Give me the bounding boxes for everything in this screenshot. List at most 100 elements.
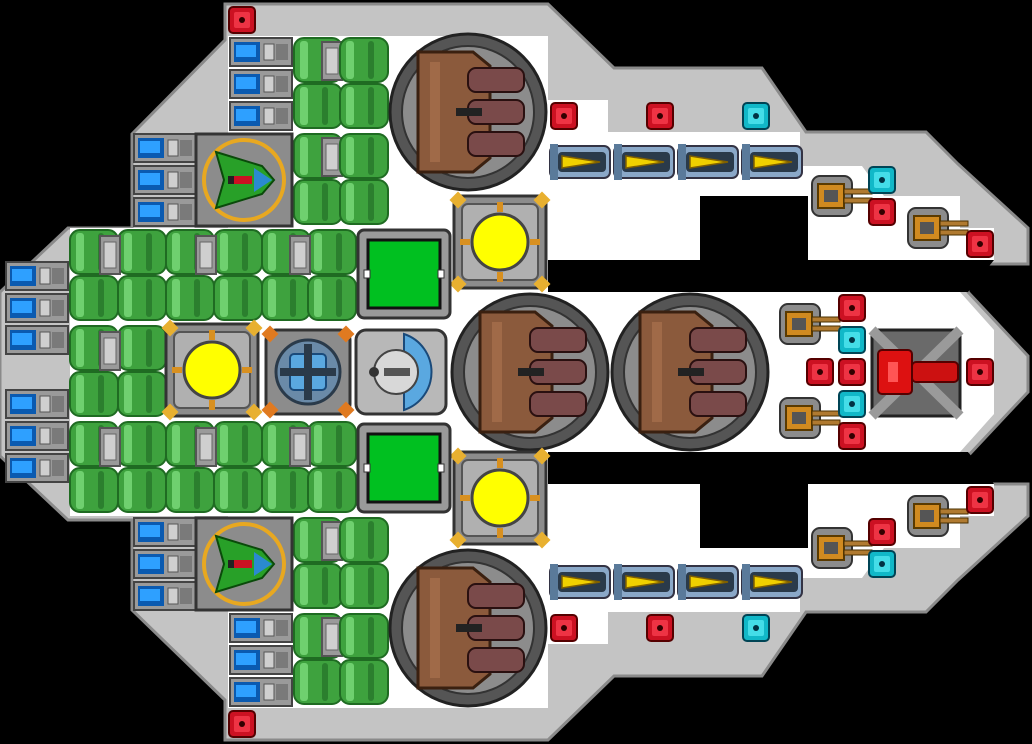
armor-node-icon[interactable] bbox=[838, 422, 866, 450]
pipe-segment bbox=[293, 83, 343, 129]
thruster-icon bbox=[5, 261, 69, 291]
missile-icon[interactable] bbox=[613, 143, 675, 181]
cargo-bay-icon[interactable] bbox=[356, 422, 452, 514]
missile-icon[interactable] bbox=[741, 563, 803, 601]
pipe-segment bbox=[289, 427, 311, 467]
pipe-segment bbox=[195, 235, 217, 275]
thruster-icon bbox=[229, 69, 293, 99]
pipe-segment bbox=[307, 275, 357, 321]
pipe-segment bbox=[307, 467, 357, 513]
sensor-node-icon[interactable] bbox=[868, 166, 896, 194]
pipe-segment bbox=[117, 229, 167, 275]
pipe-segment bbox=[307, 229, 357, 275]
thruster-icon bbox=[5, 389, 69, 419]
thruster-icon bbox=[133, 517, 197, 547]
armor-node-icon[interactable] bbox=[646, 102, 674, 130]
pipe-segment bbox=[117, 275, 167, 321]
pipe-segment bbox=[339, 517, 389, 563]
turret-icon[interactable] bbox=[610, 292, 770, 452]
pipe-segment bbox=[339, 37, 389, 83]
pipe-segment bbox=[117, 421, 167, 467]
reactor-icon[interactable] bbox=[448, 446, 552, 550]
missile-icon[interactable] bbox=[677, 563, 739, 601]
armor-node-icon[interactable] bbox=[838, 358, 866, 386]
thruster-icon bbox=[5, 325, 69, 355]
pipe-segment bbox=[293, 563, 343, 609]
pipe-segment bbox=[213, 421, 263, 467]
thruster-icon bbox=[229, 37, 293, 67]
pipe-segment bbox=[195, 427, 217, 467]
sensor-node-icon[interactable] bbox=[838, 390, 866, 418]
missile-icon[interactable] bbox=[613, 563, 675, 601]
missile-icon[interactable] bbox=[549, 143, 611, 181]
pipe-segment bbox=[261, 275, 311, 321]
fighter-icon[interactable] bbox=[194, 132, 294, 228]
pipe-segment bbox=[117, 467, 167, 513]
shield-icon[interactable] bbox=[354, 328, 448, 416]
reactor-icon[interactable] bbox=[448, 190, 552, 294]
warp-core-icon[interactable] bbox=[261, 325, 355, 419]
thruster-icon bbox=[5, 421, 69, 451]
cannon-icon[interactable] bbox=[868, 326, 964, 420]
thruster-icon bbox=[229, 613, 293, 643]
sensor-node-icon[interactable] bbox=[868, 550, 896, 578]
armor-node-icon[interactable] bbox=[966, 358, 994, 386]
pipe-segment bbox=[99, 331, 121, 371]
thruster-icon bbox=[229, 101, 293, 131]
armor-node-icon[interactable] bbox=[550, 102, 578, 130]
pipe-segment bbox=[213, 467, 263, 513]
armor-node-icon[interactable] bbox=[966, 230, 994, 258]
thruster-icon bbox=[5, 453, 69, 483]
thruster-icon bbox=[229, 677, 293, 707]
thruster-icon bbox=[5, 293, 69, 323]
pipe-segment bbox=[213, 229, 263, 275]
armor-node-icon[interactable] bbox=[966, 486, 994, 514]
pipe-segment bbox=[213, 275, 263, 321]
missile-icon[interactable] bbox=[677, 143, 739, 181]
reactor-icon[interactable] bbox=[160, 318, 264, 422]
pipe-segment bbox=[289, 235, 311, 275]
pipe-segment bbox=[69, 467, 119, 513]
pipe-segment bbox=[293, 659, 343, 705]
hull-gap-lower bbox=[700, 484, 808, 548]
pipe-segment bbox=[339, 179, 389, 225]
fighter-icon[interactable] bbox=[194, 516, 294, 612]
armor-node-icon[interactable] bbox=[806, 358, 834, 386]
thruster-icon bbox=[133, 197, 197, 227]
turret-icon[interactable] bbox=[388, 548, 548, 708]
pipe-segment bbox=[117, 371, 167, 417]
missile-icon[interactable] bbox=[549, 563, 611, 601]
armor-node-icon[interactable] bbox=[838, 294, 866, 322]
armor-node-icon[interactable] bbox=[228, 6, 256, 34]
pipe-segment bbox=[339, 563, 389, 609]
sensor-node-icon[interactable] bbox=[742, 614, 770, 642]
turret-icon[interactable] bbox=[450, 292, 610, 452]
armor-node-icon[interactable] bbox=[228, 710, 256, 738]
armor-node-icon[interactable] bbox=[868, 198, 896, 226]
hull-gap-upper bbox=[700, 196, 808, 260]
armor-node-icon[interactable] bbox=[550, 614, 578, 642]
sensor-node-icon[interactable] bbox=[838, 326, 866, 354]
pipe-segment bbox=[261, 467, 311, 513]
pipe-segment bbox=[117, 325, 167, 371]
cargo-bay-icon[interactable] bbox=[356, 228, 452, 320]
armor-node-icon[interactable] bbox=[646, 614, 674, 642]
pipe-segment bbox=[339, 613, 389, 659]
pipe-segment bbox=[165, 467, 215, 513]
pipe-segment bbox=[99, 235, 121, 275]
sensor-node-icon[interactable] bbox=[742, 102, 770, 130]
armor-node-icon[interactable] bbox=[868, 518, 896, 546]
thruster-icon bbox=[133, 133, 197, 163]
thruster-icon bbox=[229, 645, 293, 675]
pipe-segment bbox=[69, 371, 119, 417]
missile-icon[interactable] bbox=[741, 143, 803, 181]
pipe-segment bbox=[339, 659, 389, 705]
thruster-icon bbox=[133, 165, 197, 195]
pipe-segment bbox=[307, 421, 357, 467]
pipe-segment bbox=[165, 275, 215, 321]
thruster-icon bbox=[133, 549, 197, 579]
turret-icon[interactable] bbox=[388, 32, 548, 192]
pipe-segment bbox=[99, 427, 121, 467]
